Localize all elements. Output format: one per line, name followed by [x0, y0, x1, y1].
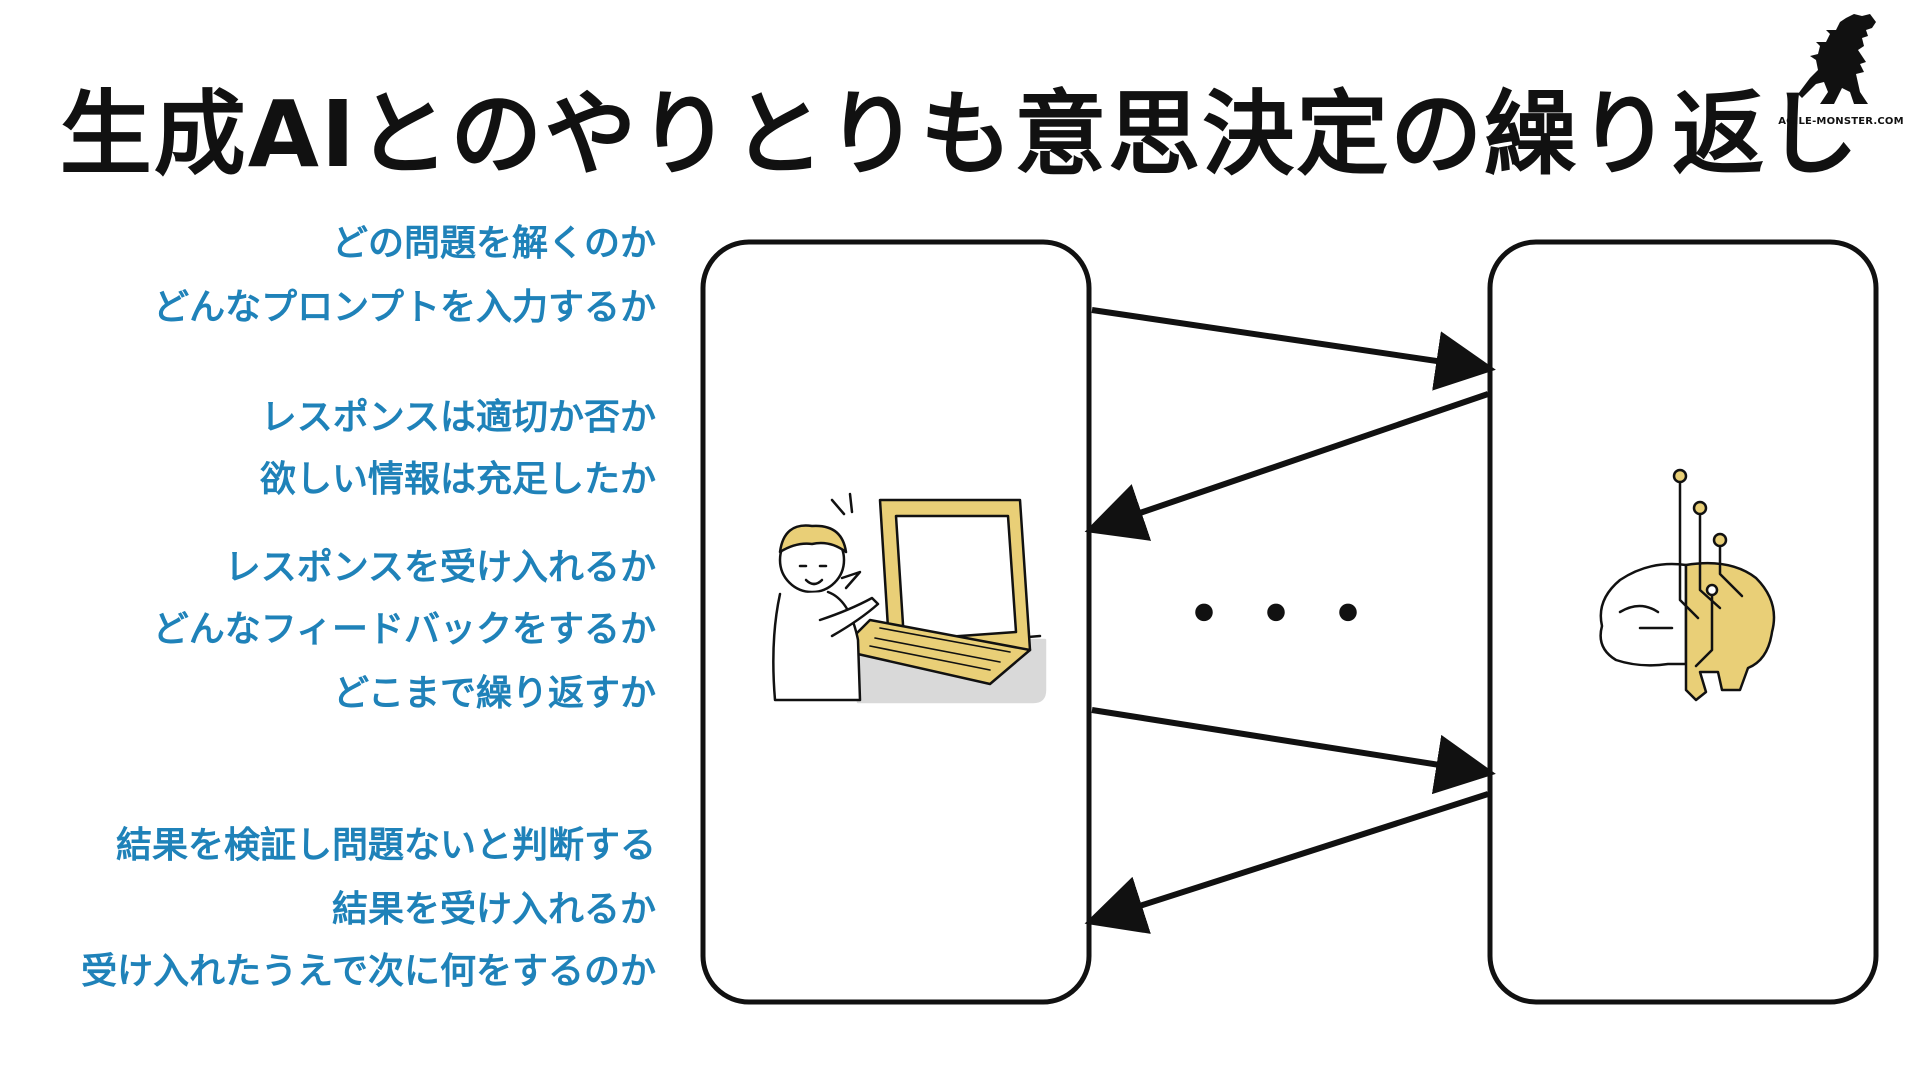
question-line: どんなフィードバックをするか: [152, 609, 656, 650]
question-line: どんなプロンプトを入力するか: [153, 287, 656, 328]
logo: AGILE-MONSTER.COM: [1776, 12, 1906, 132]
person-at-laptop-icon: [772, 492, 1047, 704]
question-line: 結果を受け入れるか: [331, 889, 656, 930]
logo-text: AGILE-MONSTER.COM: [1778, 116, 1904, 127]
arrow-feedback: [1091, 707, 1496, 795]
ellipsis: ・・・: [1168, 573, 1384, 657]
question-line: レスポンスは適切か否か: [260, 397, 656, 438]
ai-brain-icon: [1599, 468, 1776, 702]
question-line: どこまで繰り返すか: [333, 673, 656, 714]
arrow-prompt: [1091, 307, 1496, 391]
question-line: 欲しい情報は充足したか: [259, 459, 656, 500]
arrow-response: [1084, 391, 1489, 541]
question-line: どの問題を解くのか: [331, 223, 656, 264]
arrow-final-response: [1084, 791, 1489, 934]
monster-icon: [1798, 14, 1876, 104]
page-title: 生成AIとのやりとりも意思決定の繰り返し: [59, 81, 1861, 188]
question-line: 結果を検証し問題ないと判断する: [115, 825, 656, 866]
question-line: レスポンスを受け入れるか: [224, 547, 656, 588]
question-line: 受け入れたうえで次に何をするのか: [81, 951, 656, 992]
